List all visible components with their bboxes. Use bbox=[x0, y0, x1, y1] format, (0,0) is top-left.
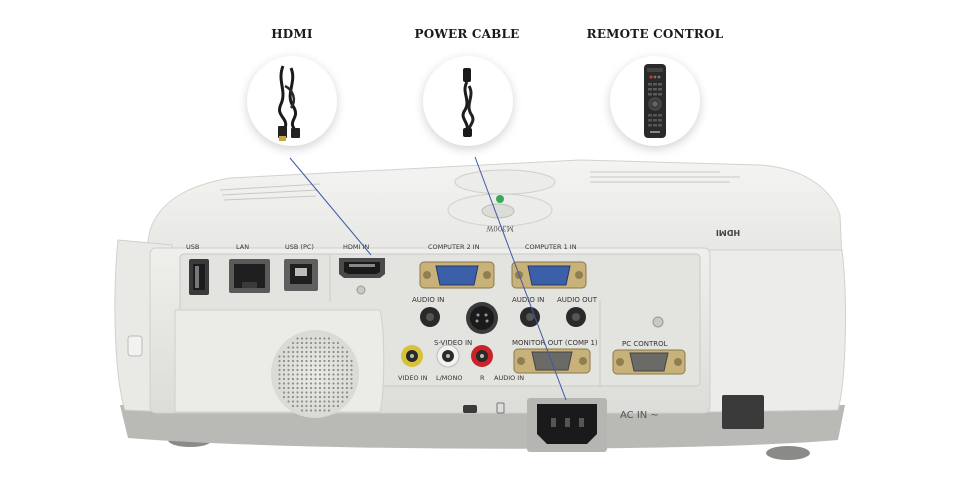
lan-port bbox=[229, 259, 270, 293]
port-label-usb-pc: USB (PC) bbox=[285, 243, 314, 251]
port-label-lan: LAN bbox=[236, 243, 249, 251]
l-mono-label: L/MONO bbox=[436, 374, 463, 382]
remote-control-icon bbox=[610, 56, 700, 146]
control-panel bbox=[447, 169, 556, 227]
monitor-out-label: MONITOR OUT (COMP 1) bbox=[512, 339, 598, 347]
projector-right-side bbox=[699, 249, 846, 413]
s-video-label: S-VIDEO IN bbox=[434, 339, 472, 347]
hdmi-callout-line bbox=[289, 157, 372, 256]
accessory-title-power-cable: POWER CABLE bbox=[414, 27, 520, 41]
audio-in-rca-label: AUDIO IN bbox=[494, 374, 524, 382]
usb-port bbox=[189, 259, 209, 295]
video-in-label: VIDEO IN bbox=[398, 374, 428, 382]
s-video-port bbox=[466, 302, 498, 334]
top-label-lines bbox=[219, 171, 740, 201]
power-cable-icon bbox=[423, 56, 513, 146]
usb-pc-port bbox=[284, 259, 318, 291]
port-label-hdmi-in: HDMI IN bbox=[343, 243, 369, 251]
pc-control-label: PC CONTROL bbox=[622, 340, 668, 348]
computer-2-vga-port bbox=[419, 261, 495, 289]
projector-foot bbox=[766, 446, 810, 460]
ac-in-label: AC IN ~ bbox=[620, 410, 659, 421]
audio-in-jack bbox=[520, 307, 540, 327]
audio-in-label-2: AUDIO IN bbox=[412, 296, 444, 304]
video-in-jack bbox=[401, 345, 423, 367]
brand-mark: HDMI bbox=[716, 228, 740, 237]
port-label-computer-2-in: COMPUTER 2 IN bbox=[428, 243, 480, 251]
port-label-computer-1-in: COMPUTER 1 IN bbox=[525, 243, 577, 251]
accessory-title-hdmi: HDMI bbox=[271, 27, 313, 41]
speaker-grille-holes bbox=[278, 337, 353, 412]
side-clip bbox=[127, 335, 143, 357]
power-callout-line bbox=[474, 156, 567, 401]
hdmi-cable-icon bbox=[247, 56, 337, 146]
port-label-usb: USB bbox=[186, 243, 199, 251]
right-vent bbox=[722, 395, 764, 429]
pc-control-port bbox=[612, 349, 686, 375]
projector-base bbox=[120, 405, 845, 449]
screw bbox=[356, 285, 366, 295]
computer-1-vga-port bbox=[511, 261, 587, 289]
audio-l-jack bbox=[436, 344, 460, 368]
ac-power-inlet bbox=[527, 398, 607, 452]
screw bbox=[652, 316, 664, 328]
r-label: R bbox=[480, 374, 485, 382]
accessory-title-remote-control: REMOTE CONTROL bbox=[586, 27, 724, 41]
model-label: M300W bbox=[485, 224, 514, 232]
security-slot bbox=[463, 402, 505, 414]
audio-out-label: AUDIO OUT bbox=[557, 296, 598, 304]
audio-out-jack bbox=[566, 307, 586, 327]
monitor-out-vga-port bbox=[513, 348, 591, 374]
audio-in-jack bbox=[420, 307, 440, 327]
audio-r-jack bbox=[471, 345, 493, 367]
hdmi-port bbox=[339, 258, 385, 278]
